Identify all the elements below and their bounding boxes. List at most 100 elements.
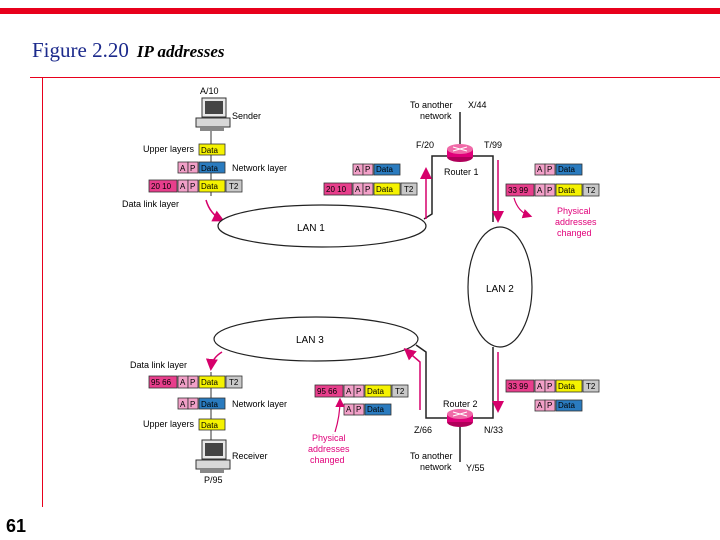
router1-to-lan2-link: [473, 155, 494, 222]
r2-out-frame-addresses: 95 66: [317, 387, 338, 396]
r2-changed-pointer-arrow: [334, 397, 345, 433]
router2-bottom-port: Y/55: [466, 463, 485, 473]
packet-a-label: A: [180, 164, 186, 173]
packet-data-label: Data: [376, 165, 393, 174]
note-word-1: Physical: [557, 206, 591, 216]
note-word-2: addresses: [308, 444, 350, 454]
packet-p-label: P: [547, 382, 552, 391]
router1-icon: [447, 144, 473, 162]
packet-a-label: A: [537, 186, 543, 195]
packet-a-label: A: [346, 387, 352, 396]
packet-p-label: P: [190, 400, 195, 409]
router1-in-network-packet: A P Data: [352, 163, 401, 176]
packet-p-label: P: [190, 182, 195, 191]
receiver-address: P/95: [204, 475, 223, 485]
receiver-frame: 95 66 A P Data T2: [148, 375, 243, 389]
router1-out-network-packet: A P Data: [534, 163, 583, 176]
packet-data-label: Data: [201, 378, 218, 387]
sender-label: Sender: [232, 111, 261, 121]
r2-in-frame-addresses: 33 99: [508, 382, 529, 391]
lan3-ellipse: [213, 316, 419, 362]
page-number: 61: [6, 516, 27, 536]
router2-right-port: N/33: [484, 425, 503, 435]
packet-data-label: Data: [201, 164, 218, 173]
sender-network-packet: A P Data: [177, 161, 226, 174]
receiver-label: Receiver: [232, 451, 268, 461]
packet-a-label: A: [537, 401, 543, 410]
lan2-ellipse: [467, 226, 533, 348]
router2-out-network-packet: A P Data: [343, 403, 392, 416]
packet-a-label: A: [346, 405, 352, 414]
packet-a-label: A: [537, 382, 543, 391]
sender-to-lan1-arrow: [205, 199, 225, 222]
r1-out-frame-addresses: 33 99: [508, 186, 529, 195]
packet-data-label: Data: [367, 405, 384, 414]
note-word-1: Physical: [312, 433, 346, 443]
figure-title: IP addresses: [136, 42, 225, 61]
packet-p-label: P: [356, 387, 361, 396]
packet-data-label: Data: [201, 421, 218, 430]
receiver-upper-packet: Data: [198, 418, 226, 431]
router1-out-frame: 33 99 A P Data T2: [505, 183, 600, 197]
receiver-computer-icon: [195, 439, 231, 473]
packet-trailer-label: T2: [229, 378, 239, 387]
packet-p-label: P: [547, 401, 552, 410]
packet-a-label: A: [537, 165, 543, 174]
lan1-label: LAN 1: [297, 223, 325, 234]
top-accent-bar: [0, 8, 720, 14]
sender-address: A/10: [200, 86, 219, 96]
receiver-network-layer-label: Network layer: [232, 399, 287, 409]
sender-upper-layers-label: Upper layers: [143, 144, 195, 154]
packet-data-label: Data: [201, 400, 218, 409]
packet-p-label: P: [365, 185, 370, 194]
packet-data-label: Data: [201, 182, 218, 191]
title-divider: [30, 77, 720, 78]
packet-trailer-label: T2: [395, 387, 405, 396]
packet-trailer-label: T2: [404, 185, 414, 194]
figure-label: Figure 2.20: [32, 38, 129, 62]
sender-frame: 20 10 A P Data T2: [148, 179, 243, 193]
receiver-upper-layers-label: Upper layers: [143, 419, 195, 429]
router2-label: Router 2: [443, 399, 478, 409]
packet-data-label: Data: [558, 401, 575, 410]
router2-in-network-packet: A P Data: [534, 399, 583, 412]
sender-computer-icon: [195, 97, 231, 131]
lan1-ellipse: [217, 204, 427, 248]
note-word-3: changed: [310, 455, 345, 465]
packet-p-label: P: [190, 378, 195, 387]
left-margin-rule: [42, 77, 43, 507]
r1-changed-pointer-arrow: [513, 197, 533, 219]
router1-top-port: X/44: [468, 100, 487, 110]
packet-data-label: Data: [367, 387, 384, 396]
packet-trailer-label: T2: [586, 382, 596, 391]
packet-p-label: P: [190, 164, 195, 173]
packet-a-label: A: [180, 400, 186, 409]
router2-to-lan3-link: [415, 344, 447, 419]
packet-data-label: Data: [558, 382, 575, 391]
receiver-frame-addresses: 95 66: [151, 378, 172, 387]
router1-in-frame: 20 10 A P Data T2: [323, 182, 418, 196]
packet-a-label: A: [180, 182, 186, 191]
router1-label: Router 1: [444, 167, 479, 177]
router1-left-port: F/20: [416, 140, 434, 150]
lan2-to-router2-link: [473, 347, 494, 419]
sender-upper-packet: Data: [198, 143, 226, 156]
lan2-label: LAN 2: [486, 284, 514, 295]
router2-left-port: Z/66: [414, 425, 432, 435]
packet-trailer-label: T2: [586, 186, 596, 195]
packet-p-label: P: [547, 186, 552, 195]
receiver-network-packet: A P Data: [177, 397, 226, 410]
packet-data-label: Data: [201, 146, 218, 155]
router1-right-port: T/99: [484, 140, 502, 150]
router1-to-lan1-link: [423, 155, 447, 220]
packet-trailer-label: T2: [229, 182, 239, 191]
note-word-3: changed: [557, 228, 592, 238]
lan3-to-receiver-arrow: [205, 351, 223, 371]
packet-a-label: A: [355, 165, 361, 174]
packet-p-label: P: [547, 165, 552, 174]
packet-a-label: A: [355, 185, 361, 194]
